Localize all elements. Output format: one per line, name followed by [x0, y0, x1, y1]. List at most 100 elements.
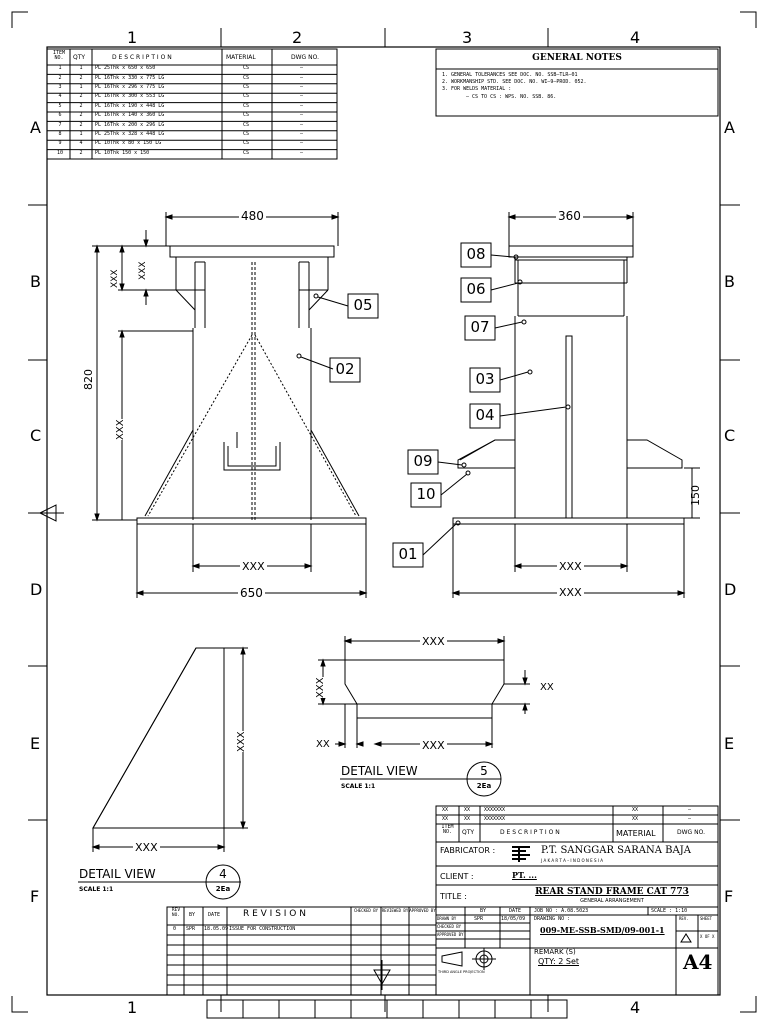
bom-cell-item: 6	[58, 112, 62, 119]
dim-label: XXX	[420, 739, 447, 752]
ref-row: XX	[442, 807, 449, 813]
title-label: TITLE :	[440, 892, 467, 901]
rev-row-date: 18.05.09	[204, 926, 229, 932]
bom-cell-item: 4	[58, 93, 62, 100]
grid-row-label: A	[30, 118, 41, 137]
front-view	[92, 212, 379, 598]
grid-row-label: C	[30, 426, 42, 445]
paper-size: A4	[683, 950, 713, 974]
bom-cell-qty: 2	[79, 121, 83, 128]
part-tag-05: 05	[353, 296, 373, 314]
detail-scale: SCALE 1:1	[79, 886, 114, 893]
part-tag-03: 03	[475, 370, 495, 388]
bom-cell-item: 8	[58, 131, 62, 137]
frame-corner	[11, 11, 28, 28]
dim-label: XX	[540, 682, 554, 693]
remark-label: REMARK (S)	[534, 948, 576, 956]
drawing-subtitle: GENERAL ARRANGEMENT	[580, 898, 644, 904]
drawn-by-label: DRAWN BY	[437, 916, 457, 921]
detail-bubble-number: 4	[219, 867, 227, 881]
grid-col-label: 3	[462, 28, 473, 47]
fabricator-label: FABRICATOR :	[440, 846, 496, 855]
dim-label: XXX	[236, 731, 247, 752]
part-tag-07: 07	[470, 318, 490, 336]
grid-col-label: 4	[630, 28, 641, 47]
rev-header-rev: REV NO.	[171, 908, 181, 918]
note-line: 3. FOR WELDS MATERIAL :	[442, 86, 512, 92]
bom-cell-material: CS	[243, 65, 250, 72]
bom-cell-dwg: –	[300, 112, 304, 119]
client-name: PT. ...	[512, 870, 537, 880]
ref-row: XXXXXXX	[484, 816, 506, 822]
ref-header-qty: QTY	[462, 829, 475, 836]
grid-row-label: D	[724, 580, 737, 599]
date-label: DATE	[509, 908, 522, 914]
bom-cell-item: 10	[56, 149, 64, 156]
rev-label: REV.	[679, 916, 689, 921]
grid-col-label: 1	[127, 998, 138, 1017]
bom-cell-dwg: –	[300, 131, 304, 137]
bom-header-dwg: DWG NO.	[291, 54, 319, 61]
frame-corner	[740, 11, 757, 28]
company-logo	[512, 846, 530, 862]
bom-cell-desc: PL 25Thk x 328 x 448 LG	[95, 131, 165, 137]
bom-cell-desc: PL 16Thk x 200 x 296 LG	[95, 121, 165, 128]
rev-header-checked: CHECKED BY	[353, 908, 379, 913]
grid-row-label: E	[30, 734, 41, 753]
bom-cell-desc: PL 16Thk x 300 x 553 LG	[95, 93, 165, 100]
company-name: P.T. SANGGAR SARANA BAJA	[541, 845, 691, 856]
dim-label: XXX	[315, 677, 326, 698]
frame-corner	[740, 996, 757, 1013]
bom-cell-qty: 2	[79, 93, 83, 100]
bom-cell-material: CS	[243, 131, 250, 137]
ref-row: XX	[632, 807, 639, 813]
part-tag-08: 08	[466, 245, 486, 263]
part-tag-01: 01	[398, 545, 418, 563]
dim-label: 820	[82, 369, 95, 390]
bom-cell-material: CS	[243, 112, 250, 119]
bom-header-material: MATERIAL	[226, 54, 256, 61]
bom-cell-item: 7	[58, 121, 62, 128]
bom-cell-desc: PL 25Thk x 650 x 650	[95, 65, 156, 72]
rev-row-by: SPR	[186, 926, 196, 932]
ref-row: –	[688, 816, 692, 822]
bom-cell-dwg: –	[300, 93, 304, 100]
grid-row-label: B	[724, 272, 735, 291]
bom-cell-material: CS	[243, 84, 250, 90]
general-notes-title: GENERAL NOTES	[532, 53, 622, 63]
bom-cell-dwg: –	[300, 140, 304, 147]
ref-row: XX	[632, 816, 639, 822]
dim-label: XXX	[240, 560, 267, 573]
dim-label: XXX	[420, 635, 447, 648]
company-location: J A K A R T A – I N D O N E S I A	[541, 858, 603, 863]
dim-label: XX	[316, 739, 330, 750]
ref-header-desc: D E S C R I P T I O N	[500, 829, 560, 836]
ref-row: XX	[442, 816, 449, 822]
bom-header-item: ITEM NO.	[52, 50, 66, 61]
grid-col-label: 1	[127, 28, 138, 47]
part-tag-02: 02	[335, 360, 355, 378]
bom-cell-dwg: –	[300, 84, 304, 90]
detail-bubble-number: 5	[480, 764, 488, 778]
detail-bubble-sheet: 2Ea	[215, 885, 231, 893]
detail-title: DETAIL VIEW	[79, 867, 156, 881]
bom-cell-qty: 2	[79, 112, 83, 119]
grid-col-label: 2	[292, 28, 303, 47]
bom-cell-desc: PL 16Thk x 330 x 775 LG	[95, 74, 165, 81]
rev-header-date: DATE	[208, 912, 221, 918]
grid-row-label: F	[724, 887, 734, 906]
dim-label: XXX	[115, 419, 126, 440]
detail-title: DETAIL VIEW	[341, 764, 418, 778]
note-line: 2. WORKMANSHIP STD. SEE DOC. NO. WI–9–PR…	[442, 79, 587, 85]
ref-header-material: MATERIAL	[616, 829, 656, 838]
bom-cell-qty: 2	[79, 102, 83, 109]
dim-label: XXX	[557, 560, 584, 573]
dim-label: 360	[556, 209, 583, 223]
part-tag-06: 06	[466, 280, 486, 298]
drawn-date: 18/05/09	[501, 916, 526, 922]
approved-by-label: APPROVED BY	[437, 932, 464, 937]
bom-cell-qty: 1	[79, 65, 83, 72]
bom-cell-desc: PL 16Thk x 140 x 360 LG	[95, 112, 165, 119]
sheet-label: SHEET	[700, 916, 713, 921]
